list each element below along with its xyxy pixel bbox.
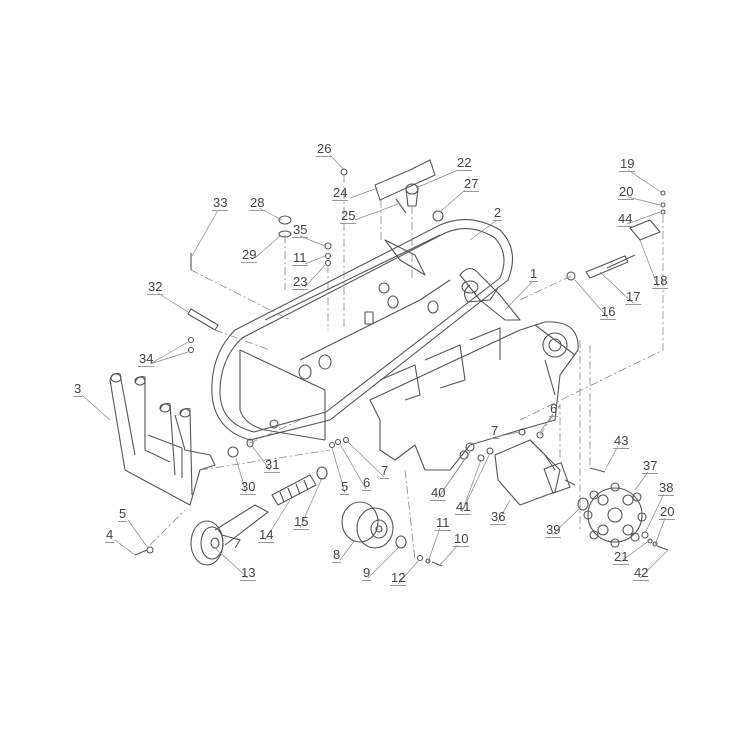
callout-13: 13 [240, 565, 257, 581]
callout-18: 18 [652, 273, 669, 289]
callout-40: 40 [430, 485, 447, 501]
callout-9: 9 [362, 565, 372, 581]
callout-11: 11 [292, 250, 308, 266]
callout-6: 6 [362, 475, 372, 491]
callout-7: 7 [490, 423, 500, 439]
callout-14: 14 [258, 527, 275, 543]
sprocket-part-37 [577, 482, 647, 548]
callout-38: 38 [658, 480, 675, 496]
callout-19: 19 [619, 156, 636, 172]
callout-42: 42 [633, 565, 650, 581]
bracket-part-3 [109, 373, 216, 506]
callout-34: 34 [138, 351, 155, 367]
callout-37: 37 [642, 458, 659, 474]
callout-30: 30 [240, 479, 257, 495]
alignment-lines [149, 175, 664, 561]
callout-23: 23 [292, 274, 309, 290]
callout-5: 5 [340, 479, 350, 495]
callout-32: 32 [147, 279, 164, 295]
callout-5: 5 [118, 506, 128, 522]
callout-21: 21 [613, 549, 630, 565]
callout-3: 3 [73, 381, 83, 397]
callout-36: 36 [490, 509, 507, 525]
callout-11: 11 [435, 515, 451, 531]
callout-31: 31 [264, 457, 281, 473]
callout-33: 33 [212, 195, 229, 211]
callout-25: 25 [340, 208, 357, 224]
leader-lines [81, 154, 669, 585]
callout-43: 43 [613, 433, 630, 449]
callout-29: 29 [241, 247, 258, 263]
track-frame-part-2 [211, 219, 521, 441]
callout-35: 35 [292, 222, 309, 238]
callout-22: 22 [456, 155, 473, 171]
callout-1: 1 [529, 266, 539, 282]
callout-12: 12 [390, 570, 407, 586]
callout-10: 10 [453, 531, 470, 547]
callout-41: 41 [455, 499, 472, 515]
track-plate-part-1 [369, 321, 579, 471]
callout-44: 44 [617, 211, 634, 227]
callout-17: 17 [625, 289, 642, 305]
callout-27: 27 [463, 176, 480, 192]
spring-part-14 [271, 466, 328, 506]
callout-7: 7 [380, 463, 390, 479]
callout-26: 26 [316, 141, 333, 157]
idler-wheel-part-13 [190, 504, 269, 566]
callout-16: 16 [600, 304, 617, 320]
hydraulic-motor-part-36 [494, 439, 576, 506]
callout-4: 4 [105, 527, 115, 543]
callout-20: 20 [618, 184, 635, 200]
callout-24: 24 [332, 185, 349, 201]
callout-6: 6 [549, 401, 559, 417]
roller-part-8 [341, 501, 407, 549]
callout-20: 20 [659, 504, 676, 520]
callout-28: 28 [249, 195, 266, 211]
callout-2: 2 [493, 205, 503, 221]
callout-8: 8 [332, 547, 342, 563]
callout-39: 39 [545, 522, 562, 538]
callout-15: 15 [293, 514, 310, 530]
